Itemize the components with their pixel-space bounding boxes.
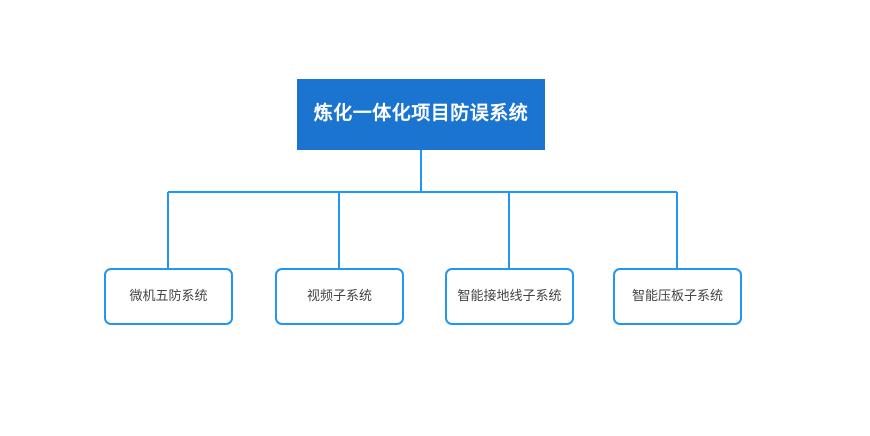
node-child-weiji-wufang[interactable]: 微机五防系统 bbox=[104, 268, 233, 325]
node-child-zhineng-jiedixian[interactable]: 智能接地线子系统 bbox=[445, 268, 574, 325]
node-root[interactable]: 炼化一体化项目防误系统 bbox=[297, 79, 545, 150]
node-child-shipin[interactable]: 视频子系统 bbox=[275, 268, 404, 325]
node-child-zhineng-yaban[interactable]: 智能压板子系统 bbox=[613, 268, 742, 325]
